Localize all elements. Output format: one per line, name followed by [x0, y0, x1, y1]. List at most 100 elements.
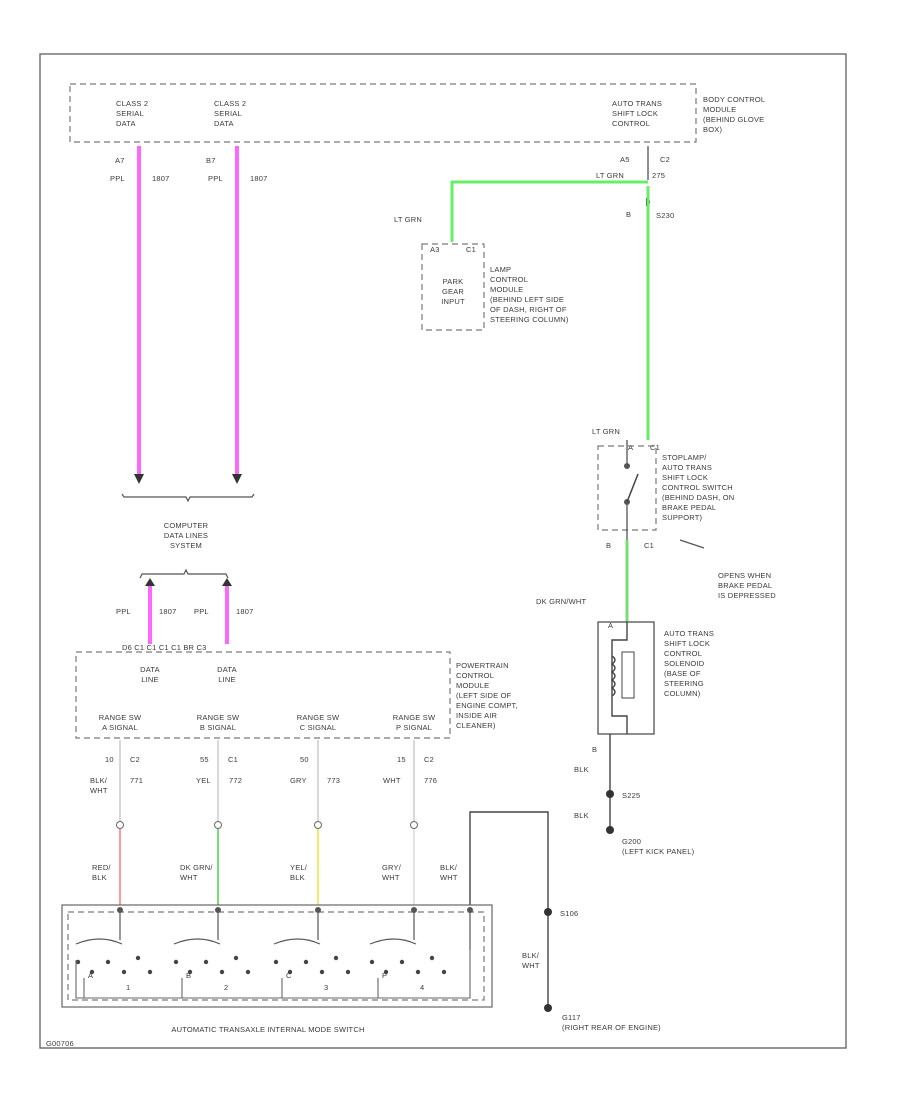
switch-contact-dot [303, 959, 309, 965]
pcm-data1-wire-color: PPL [116, 607, 131, 616]
range-p-circuit: 776 [424, 776, 437, 785]
switch-contact-dot [147, 969, 153, 975]
range-a-cavity: 10 [105, 755, 114, 764]
switch-contact-dot [383, 969, 389, 975]
switch-contact-label: A [88, 971, 93, 980]
solenoid-pin-b: B [592, 745, 597, 754]
switch-contact-label: 1 [126, 983, 130, 992]
splice-s225-dot [606, 790, 614, 798]
switch-blade [273, 938, 321, 945]
arrow-down-icon [232, 474, 242, 484]
solenoid-ground-wire-color: BLK [574, 811, 589, 820]
splice-s230-label: S230 [656, 211, 674, 220]
ground-g200-label: G200(LEFT KICK PANEL) [622, 837, 695, 856]
stoplamp-conn-a: C1 [650, 443, 660, 452]
solenoid-box [597, 621, 655, 735]
switch-common-bus [75, 950, 471, 999]
splice-s106-label: S106 [560, 909, 578, 918]
switch-contact-dot [89, 969, 95, 975]
stoplamp-conn-b: C1 [644, 541, 654, 550]
bcm-stl-circuit: 275 [652, 171, 665, 180]
switch-terminal [315, 907, 321, 913]
lamp-cavity: A3 [430, 245, 440, 254]
range-p-cavity: 15 [397, 755, 406, 764]
bcm-pin2-cavity: B7 [206, 156, 216, 165]
switch-contact-dot [319, 969, 325, 975]
solenoid-wire-out-color: BLK [574, 765, 589, 774]
bcm-stl-wire-color: LT GRN [596, 171, 624, 180]
switch-contact-dot [245, 969, 251, 975]
switch-contact-dot [135, 955, 141, 961]
switch-contact-label: P [382, 971, 387, 980]
switch-contact-label: C [286, 971, 292, 980]
switch-wire-2-color: DK GRN/WHT [180, 863, 213, 882]
solenoid-wire-in-color: DK GRN/WHT [536, 597, 587, 606]
bcm-pin1-wire-color: PPL [110, 174, 125, 183]
ground-g200-dot [606, 826, 614, 834]
ground-wire-loop [469, 811, 549, 1008]
data-bus-brace [139, 568, 229, 579]
switch-terminal [215, 907, 221, 913]
connector-pin [410, 821, 418, 829]
switch-wire-4-color: GRY/WHT [382, 863, 402, 882]
range-a-wire-color: BLK/WHT [90, 776, 108, 795]
lt-grn-wire-to-lamp [450, 180, 648, 242]
switch-contact-top [624, 463, 630, 469]
range-a-circuit: 771 [130, 776, 143, 785]
ground-g117-label: G117(RIGHT REAR OF ENGINE) [562, 1013, 661, 1032]
lamp-connector: C1 [466, 245, 476, 254]
range-c-cavity: 50 [300, 755, 309, 764]
lamp-control-module-box [421, 243, 485, 331]
bcm-pin1-circuit: 1807 [152, 174, 170, 183]
switch-contact-dot [105, 959, 111, 965]
switch-contact-dot [187, 969, 193, 975]
switch-contact-dot [441, 969, 447, 975]
switch-contact-label: 2 [224, 983, 228, 992]
lamp-wire-color: LT GRN [394, 215, 422, 224]
pcm-data2-wire-color: PPL [194, 607, 209, 616]
mode-switch-outline [61, 904, 493, 1008]
stoplamp-pin-a: A [628, 443, 633, 452]
solenoid-core [621, 651, 635, 699]
body-control-module-box [69, 83, 697, 143]
switch-contact-dot [345, 969, 351, 975]
connector-pin [214, 821, 222, 829]
switch-blade [173, 938, 221, 945]
switch-contact-dot [287, 969, 293, 975]
switch-bus [377, 978, 438, 999]
pcm-data2-circuit: 1807 [236, 607, 254, 616]
range-p-connector: C2 [424, 755, 434, 764]
switch-contact-dot [333, 955, 339, 961]
arrow-up-icon [222, 578, 232, 586]
range-c-wire-color: GRY [290, 776, 307, 785]
connector-pin [116, 821, 124, 829]
switch-contact-dot [121, 969, 127, 975]
switch-contact-dot [399, 959, 405, 965]
switch-contact-dot [273, 959, 279, 965]
connector-pin [314, 821, 322, 829]
switch-contact-dot [233, 955, 239, 961]
range-p-wire-color: WHT [383, 776, 401, 785]
switch-contact-dot [219, 969, 225, 975]
range-b-wire-color: YEL [196, 776, 211, 785]
mode-switch-inner [67, 911, 485, 1001]
bcm-pin1-cavity: A7 [115, 156, 125, 165]
note-leader [679, 539, 705, 549]
switch-bus [281, 978, 342, 999]
switch-terminal [411, 907, 417, 913]
switch-contact-label: 3 [324, 983, 328, 992]
